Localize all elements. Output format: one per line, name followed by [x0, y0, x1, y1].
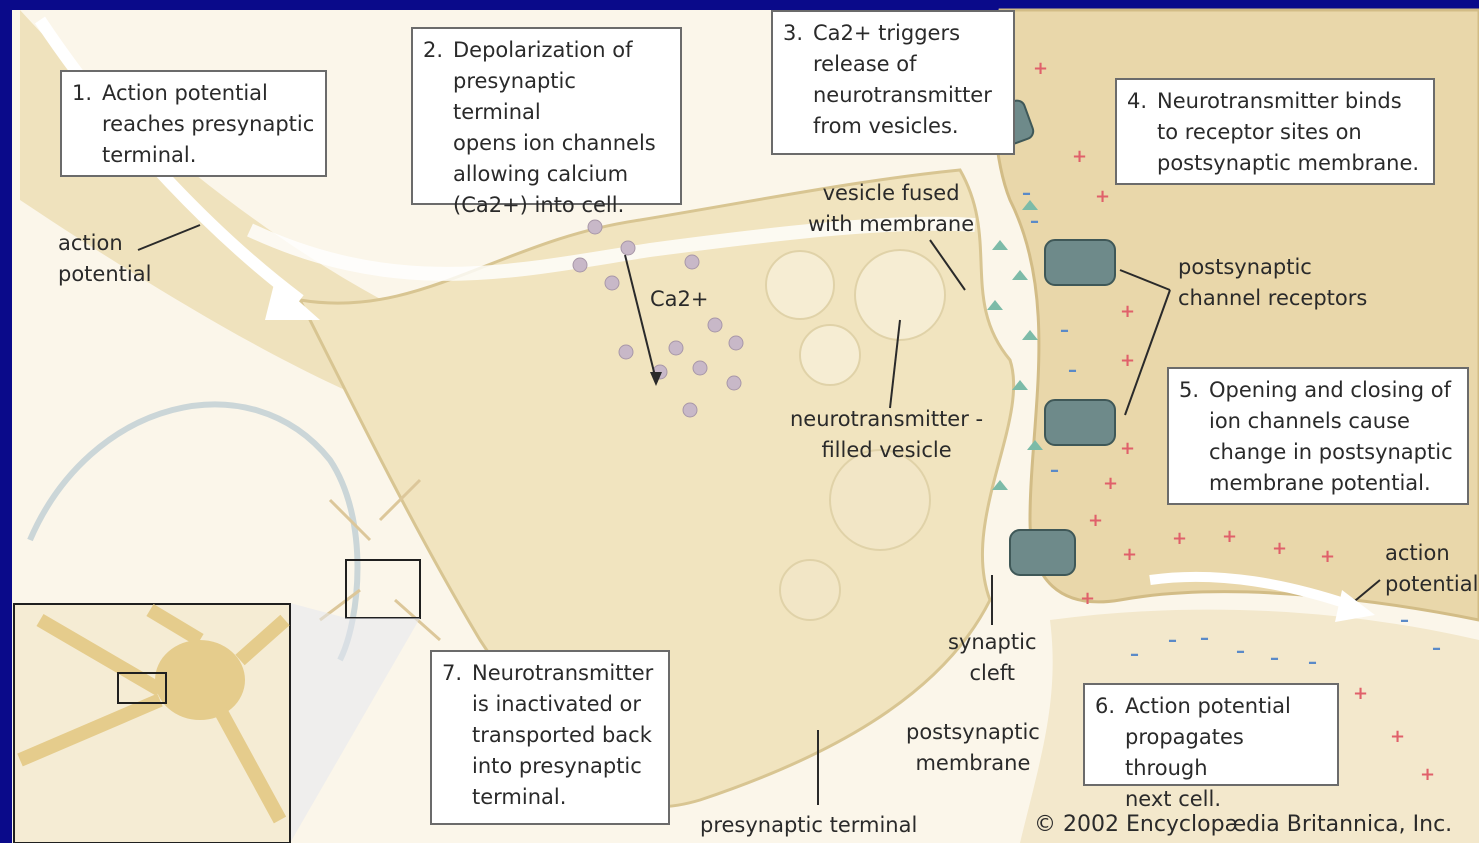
- zoom-cone: [290, 603, 420, 843]
- positive-ion: +: [1120, 440, 1135, 458]
- vesicle: [780, 560, 840, 620]
- positive-ion: +: [1088, 512, 1103, 530]
- positive-ion: +: [1122, 546, 1137, 564]
- negative-ion: –: [1030, 213, 1039, 231]
- label-action-potential-right: action potential: [1385, 538, 1478, 600]
- label-synaptic-cleft: synaptic cleft: [948, 627, 1037, 689]
- negative-ion: –: [1168, 632, 1177, 650]
- negative-ion: –: [1200, 630, 1209, 648]
- negative-ion: –: [1050, 462, 1059, 480]
- negative-ion: –: [1236, 643, 1245, 661]
- positive-ion: +: [1420, 766, 1435, 784]
- positive-ion: +: [1072, 148, 1087, 166]
- negative-ion: –: [1400, 612, 1409, 630]
- negative-ion: –: [1068, 362, 1077, 380]
- positive-ion: +: [1103, 475, 1118, 493]
- label-vesicle-fused: vesicle fused with membrane: [808, 178, 974, 240]
- positive-ion: +: [1080, 590, 1095, 608]
- step-5-box: 5.Opening and closing of ion channels ca…: [1167, 367, 1469, 505]
- copyright-notice: © 2002 Encyclopædia Britannica, Inc.: [1034, 812, 1452, 837]
- positive-ion: +: [1095, 188, 1110, 206]
- cell-body: [155, 640, 245, 720]
- positive-ion: +: [1390, 728, 1405, 746]
- negative-ion: –: [1432, 640, 1441, 658]
- positive-ion: +: [1033, 60, 1048, 78]
- step-3-box: 3.Ca2+ triggers release of neurotransmit…: [771, 10, 1015, 155]
- positive-ion: +: [1272, 540, 1287, 558]
- negative-ion: –: [1060, 322, 1069, 340]
- vesicle: [800, 325, 860, 385]
- neuron-inset: [14, 604, 290, 843]
- label-ca2: Ca2+: [650, 284, 709, 315]
- negative-ion: –: [1308, 654, 1317, 672]
- positive-ion: +: [1320, 548, 1335, 566]
- step-7-box: 7.Neurotransmitter is inactivated or tra…: [430, 650, 670, 825]
- label-presynaptic-terminal: presynaptic terminal: [700, 810, 917, 841]
- positive-ion: +: [1222, 528, 1237, 546]
- label-nt-vesicle: neurotransmitter - filled vesicle: [790, 404, 983, 466]
- label-action-potential-left: action potential: [58, 228, 151, 290]
- positive-ion: +: [1172, 530, 1187, 548]
- step-6-box: 6.Action potential propagates through ne…: [1083, 683, 1339, 786]
- step-2-box: 2.Depolarization of presynaptic terminal…: [411, 27, 682, 205]
- negative-ion: –: [1130, 646, 1139, 664]
- step-1-box: 1.Action potential reaches presynaptic t…: [60, 70, 327, 177]
- negative-ion: –: [1022, 185, 1031, 203]
- label-postsynaptic-membrane: postsynaptic membrane: [906, 717, 1040, 779]
- positive-ion: +: [1120, 303, 1135, 321]
- positive-ion: +: [1353, 685, 1368, 703]
- step-4-box: 4.Neurotransmitter binds to receptor sit…: [1115, 78, 1435, 185]
- negative-ion: –: [1270, 650, 1279, 668]
- label-postsynaptic-receptors: postsynaptic channel receptors: [1178, 252, 1367, 314]
- vesicle: [766, 251, 834, 319]
- positive-ion: +: [1120, 352, 1135, 370]
